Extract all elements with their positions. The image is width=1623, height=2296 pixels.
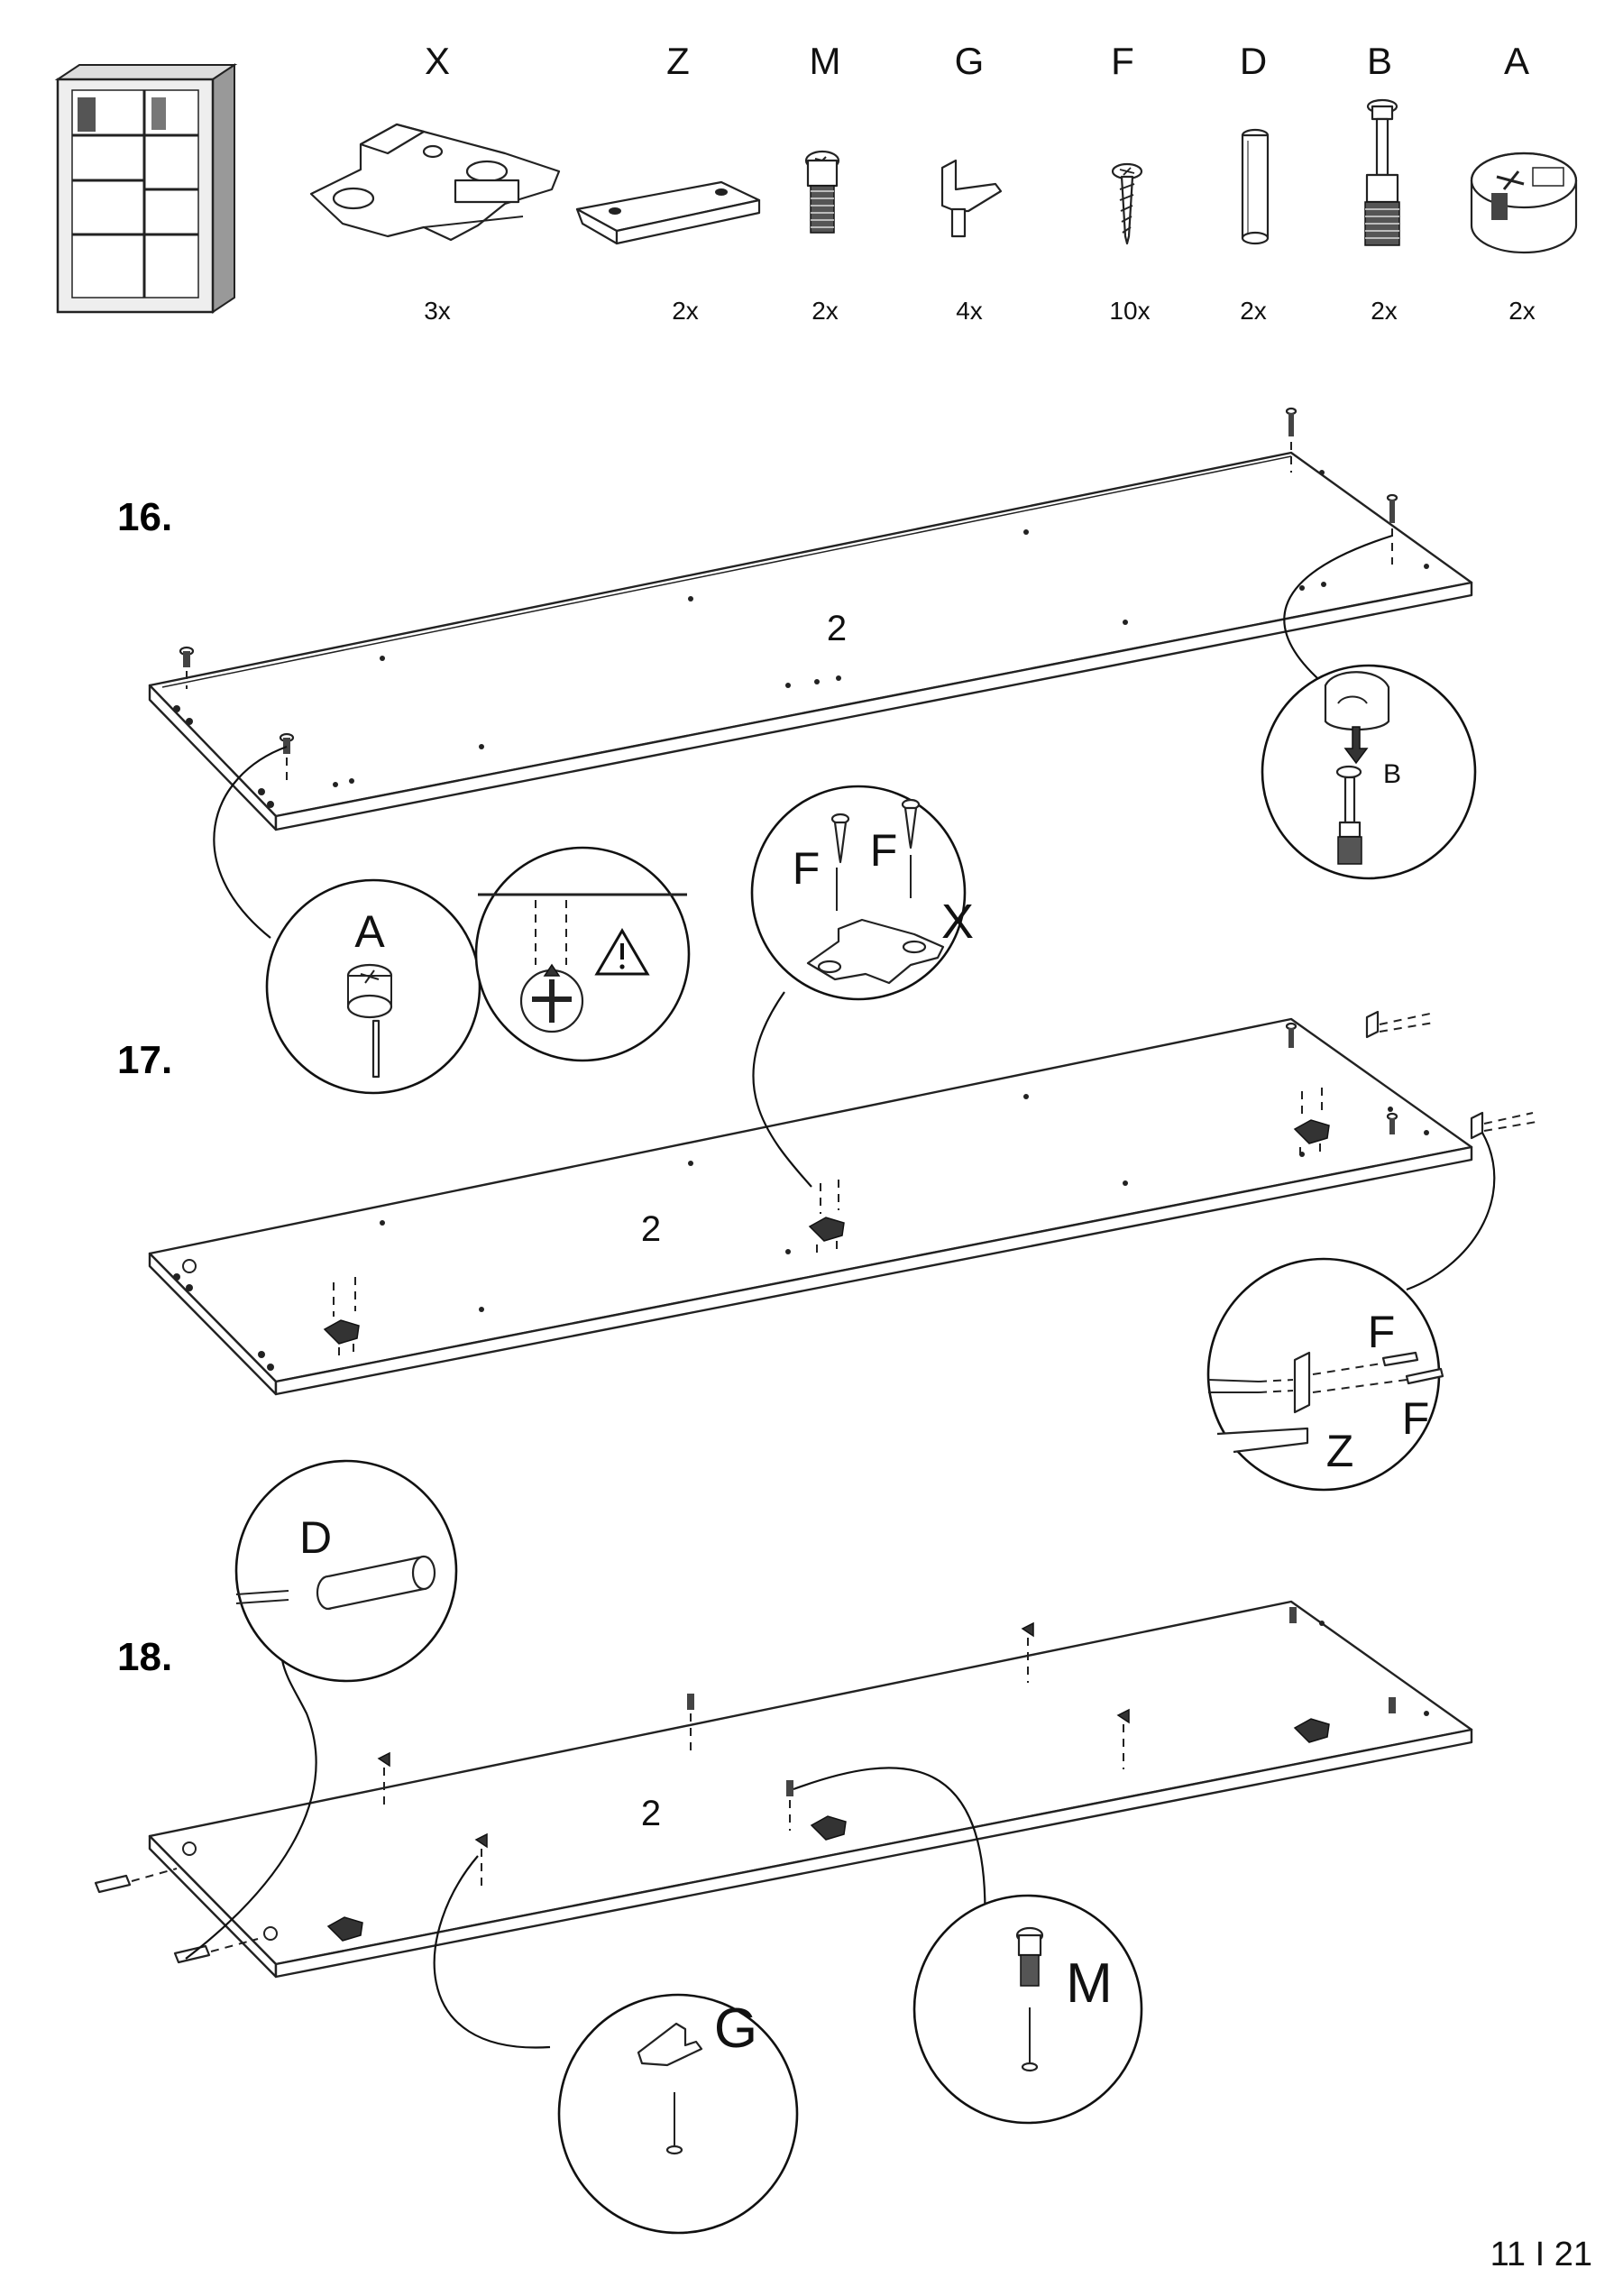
part-letter-f: F [1111,40,1134,82]
parts-legend: X Z M G F D B A 3x 2x 2x 4x 10x 2x 2x 2x [309,40,1578,325]
step-number-17: 17. [117,1038,172,1082]
part-qty-a: 2x [1508,297,1536,325]
callout-letter-m: M [1066,1952,1113,2015]
part-letter-z: Z [666,40,690,82]
callout-letter-g: G [714,1998,757,2060]
cam-bolt-icon [804,150,840,234]
shelf-support-marker [377,1607,1396,1892]
board-panel-16 [148,451,1473,831]
wooden-dowel-icon [1241,128,1270,245]
step-18: 18. 2 [94,1459,1473,2235]
callout-letter-f-left: F [793,843,821,894]
shelf-support-pin-icon [940,159,1003,238]
part-qty-b: 2x [1371,297,1398,325]
cam-dowel-marker [179,407,1398,783]
part-qty-x: 3x [424,297,451,325]
callout-shelf-support-18: G [557,1993,799,2235]
wardrobe-thumbnail-icon [54,63,238,314]
callout-flat-plate-17: F F Z [1206,1257,1444,1492]
callout-cam-bolt-18: M [912,1894,1143,2125]
page-number: 11 I 21 [1490,2236,1592,2273]
callout-hinge-screws-17: F F X [750,785,974,1001]
board-panel-17 [148,1017,1473,1396]
part-qty-g: 4x [956,297,983,325]
callout-warning-orientation [474,846,691,1062]
callout-letter-x: X [941,895,974,949]
step-number-16: 16. [117,495,172,539]
finger-press-icon [1324,671,1390,731]
cam-lock-icon [1470,152,1578,254]
panel-label-18: 2 [641,1794,661,1833]
step-16: 16. 2 [117,407,1477,1095]
part-qty-m: 2x [812,297,839,325]
callout-cam-lock-16: A [265,878,481,1095]
callout-letter-f-right: F [870,825,898,876]
part-letter-d: D [1240,40,1267,82]
part-qty-d: 2x [1240,297,1267,325]
dowel-marker [94,1868,259,1964]
warning-triangle-icon [594,928,650,976]
cam-dowel-icon [1364,98,1400,246]
callout-dowel-18: D [234,1459,458,1683]
hinge-plate-marker [323,1022,1398,1362]
part-letter-b: B [1367,40,1392,82]
part-letter-g: G [955,40,985,82]
part-letter-a: A [1504,40,1529,82]
callout-letter-z: Z [1326,1426,1354,1476]
callout-letter-a: A [354,906,385,957]
callout-letter-f-top: F [1368,1307,1396,1357]
part-qty-z: 2x [672,297,699,325]
part-qty-f: 10x [1109,297,1150,325]
hinge-plate-icon [309,123,561,242]
flat-connector-plate-icon [575,180,761,245]
part-letter-m: M [810,40,841,82]
callout-letter-f-bottom: F [1402,1393,1430,1444]
wood-screw-icon [1111,162,1143,245]
panel-label-16: 2 [827,609,847,648]
part-letter-x: X [425,40,450,82]
callout-letter-d: D [299,1512,332,1563]
panel-label-17: 2 [641,1209,661,1249]
step-17: 17. 2 [117,785,1537,1492]
callout-letter-b: B [1383,759,1401,789]
callout-cam-dowel-16: B [1261,664,1477,880]
step-number-18: 18. [117,1635,172,1679]
